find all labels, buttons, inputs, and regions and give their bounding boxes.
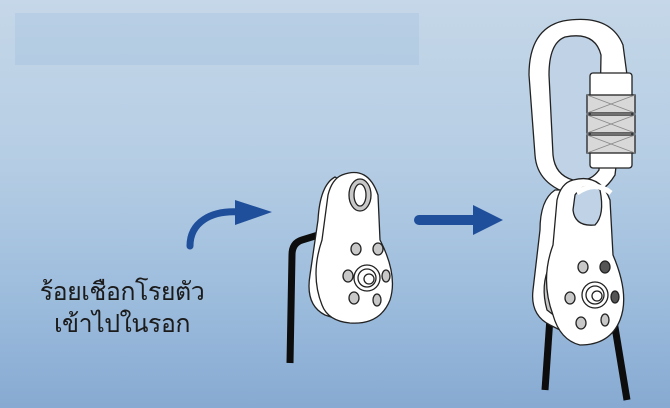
carabiner-icon bbox=[528, 18, 636, 197]
caption-line-1: ร้อยเชือกโรยตัว bbox=[39, 277, 205, 306]
rope-icon bbox=[286, 228, 330, 364]
pulley-step-1 bbox=[286, 171, 394, 364]
pulley-icon bbox=[531, 177, 625, 346]
pulley-icon bbox=[308, 171, 394, 324]
caption-line-2: เข้าไปในรอก bbox=[54, 309, 191, 338]
title-box bbox=[15, 13, 419, 65]
right-arrow-icon bbox=[414, 205, 503, 235]
instruction-caption: ร้อยเชือกโรยตัว เข้าไปในรอก bbox=[22, 276, 222, 340]
pulley-carabiner-step-2 bbox=[528, 18, 636, 401]
curved-arrow-icon bbox=[186, 200, 272, 250]
